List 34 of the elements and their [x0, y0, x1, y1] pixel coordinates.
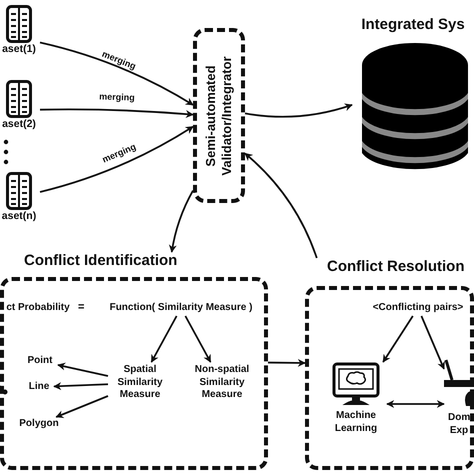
database-title: Integrated Sys — [361, 16, 465, 33]
dataset-label: aset(2) — [2, 118, 36, 130]
node-label: Function( Similarity Measure ) — [110, 302, 252, 314]
dataset-label: aset(1) — [2, 43, 36, 55]
node-label: Non-spatial Similarity Measure — [194, 364, 250, 402]
arrow — [184, 316, 212, 363]
node-label: ct Probability — [6, 302, 70, 314]
node-label: Machine Learning — [334, 410, 378, 435]
arrow — [386, 400, 445, 408]
arrow — [56, 395, 108, 418]
arrow — [53, 382, 108, 390]
group-heading: Conflict Resolution — [327, 258, 464, 275]
arrow — [382, 316, 414, 363]
arrow — [168, 190, 194, 253]
arrow — [244, 152, 318, 258]
node-label: Point — [28, 354, 52, 368]
arrow — [150, 316, 178, 363]
arrow — [40, 126, 194, 193]
arrow — [420, 316, 445, 370]
arrow — [244, 103, 353, 118]
arrow — [268, 358, 306, 367]
edge-label: merging — [98, 92, 136, 103]
node-label: Line — [28, 380, 50, 394]
equals-sign: = — [78, 301, 84, 313]
group-heading: Conflict Identification — [24, 252, 178, 269]
node-label: <Conflicting pairs> — [372, 302, 464, 314]
node-label: Spatial Similarity Measure — [116, 364, 164, 402]
dataset-label: aset(n) — [2, 210, 36, 222]
arrow — [40, 42, 194, 106]
arrow — [57, 362, 108, 377]
arrow — [40, 108, 194, 118]
node-label: Polygon — [19, 418, 59, 430]
process-box: Semi-automated Validator/Integrator — [193, 28, 245, 203]
node-label: Dom Exp — [448, 412, 470, 437]
